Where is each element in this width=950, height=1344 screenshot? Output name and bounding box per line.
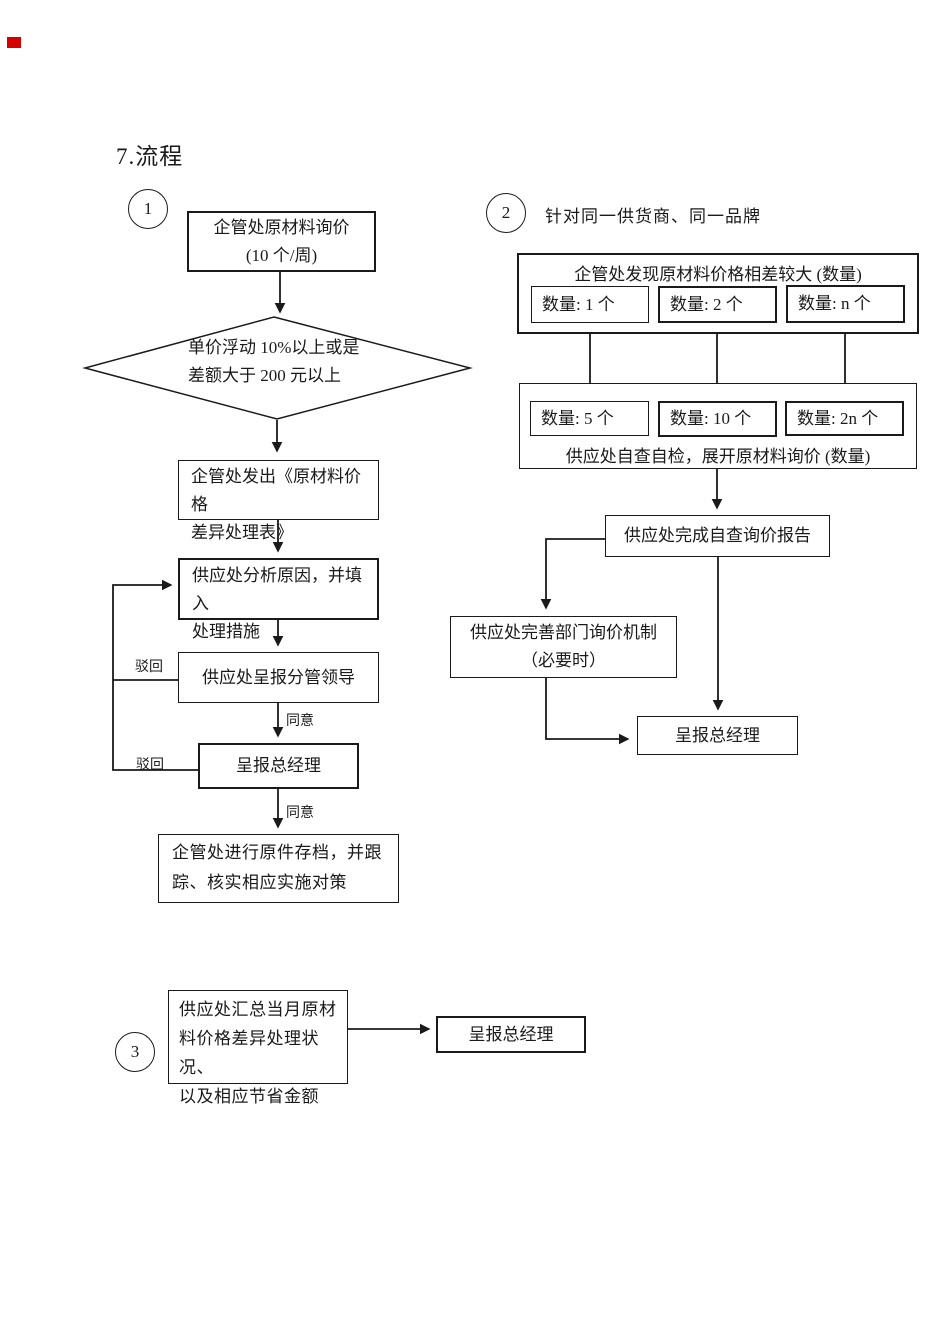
box-report-gm-flow3-label: 呈报总经理 (468, 1024, 554, 1044)
box-archive: 企管处进行原件存档，并跟 踪、核实相应实施对策 (158, 834, 399, 903)
box-improve-mechanism-line1: 供应处完善部门询价机制 (470, 623, 657, 642)
qty-box-2: 数量: 2 个 (658, 286, 777, 323)
decision-diamond-text: 单价浮动 10%以上或是 差额大于 200 元以上 (188, 334, 388, 390)
agree-label-1: 同意 (286, 714, 314, 729)
box-monthly-summary: 供应处汇总当月原材 料价格差异处理状况、 以及相应节省金额 (168, 990, 348, 1106)
box-monthly-summary-line1: 供应处汇总当月原材 (179, 1000, 337, 1019)
group-self-check-caption: 供应处自查自检，展开原材料询价 (数量) (565, 447, 871, 466)
box-issue-form-line1: 企管处发出《原材料价格 (191, 467, 361, 514)
box-report-gm-flow3: 呈报总经理 (436, 1016, 586, 1053)
decision-line1: 单价浮动 10%以上或是 (188, 338, 360, 357)
qty-box-2n-label: 数量: 2n 个 (797, 408, 879, 428)
box-material-inquiry-line1: 企管处原材料询价 (213, 217, 350, 237)
qty-box-5-label: 数量: 5 个 (541, 408, 614, 428)
qty-box-2-label: 数量: 2 个 (670, 294, 743, 314)
box-archive-line2: 踪、核实相应实施对策 (172, 873, 347, 892)
red-corner-marker (7, 37, 21, 48)
box-self-check-report-label: 供应处完成自查询价报告 (624, 526, 811, 545)
box-issue-form-line2: 差异处理表》 (191, 523, 293, 542)
box-issue-form: 企管处发出《原材料价格 差异处理表》 (178, 460, 379, 542)
box-analyze-cause-line2: 处理措施 (192, 622, 260, 641)
box-analyze-cause-line1: 供应处分析原因，并填入 (192, 566, 362, 613)
box-material-inquiry: 企管处原材料询价 (10 个/周) (187, 211, 376, 272)
box-report-leader-label: 供应处呈报分管领导 (202, 667, 355, 687)
box-report-leader: 供应处呈报分管领导 (178, 652, 379, 703)
qty-box-2n: 数量: 2n 个 (785, 401, 904, 436)
page-title: 7.流程 (116, 144, 184, 169)
step-badge-2: 2 (486, 193, 526, 233)
box-improve-mechanism: 供应处完善部门询价机制 （必要时） (450, 616, 677, 678)
step-badge-2-number: 2 (501, 203, 511, 222)
qty-box-10: 数量: 10 个 (658, 401, 777, 437)
box-report-gm-flow2: 呈报总经理 (637, 716, 798, 755)
box-self-check-report: 供应处完成自查询价报告 (605, 515, 830, 557)
arrow-mechanism-to-gm (545, 678, 630, 745)
qty-box-1: 数量: 1 个 (531, 286, 649, 323)
box-archive-line1: 企管处进行原件存档，并跟 (172, 843, 382, 862)
box-report-gm-flow2-label: 呈报总经理 (675, 725, 760, 745)
qty-box-10-label: 数量: 10 个 (670, 409, 752, 428)
box-improve-mechanism-line2: （必要时） (521, 651, 606, 670)
decision-line2: 差额大于 200 元以上 (188, 366, 341, 385)
box-material-inquiry-line2: (10 个/周) (245, 245, 318, 265)
step-badge-3: 3 (115, 1032, 155, 1072)
group-price-difference-title: 企管处发现原材料价格相差较大 (数量) (574, 265, 862, 284)
flow2-note: 针对同一供货商、同一品牌 (545, 207, 761, 226)
qty-box-1-label: 数量: 1 个 (542, 294, 615, 314)
step-badge-1: 1 (128, 189, 168, 229)
box-analyze-cause: 供应处分析原因，并填入 处理措施 (178, 558, 379, 641)
reject-label-2: 驳回 (136, 758, 164, 773)
box-report-gm-flow1: 呈报总经理 (198, 743, 359, 789)
step-badge-1-number: 1 (143, 199, 153, 218)
box-monthly-summary-line2: 料价格差异处理状况、 (179, 1029, 319, 1077)
reject-label-1: 驳回 (135, 660, 163, 675)
qty-box-n-label: 数量: n 个 (798, 294, 871, 313)
arrow-report-to-mechanism (540, 538, 605, 610)
step-badge-3-number: 3 (130, 1042, 140, 1061)
box-monthly-summary-line3: 以及相应节省金额 (179, 1087, 319, 1106)
agree-label-2: 同意 (286, 806, 314, 821)
box-report-gm-flow1-label: 呈报总经理 (236, 756, 321, 775)
qty-box-n: 数量: n 个 (786, 285, 905, 323)
qty-box-5: 数量: 5 个 (530, 401, 649, 436)
